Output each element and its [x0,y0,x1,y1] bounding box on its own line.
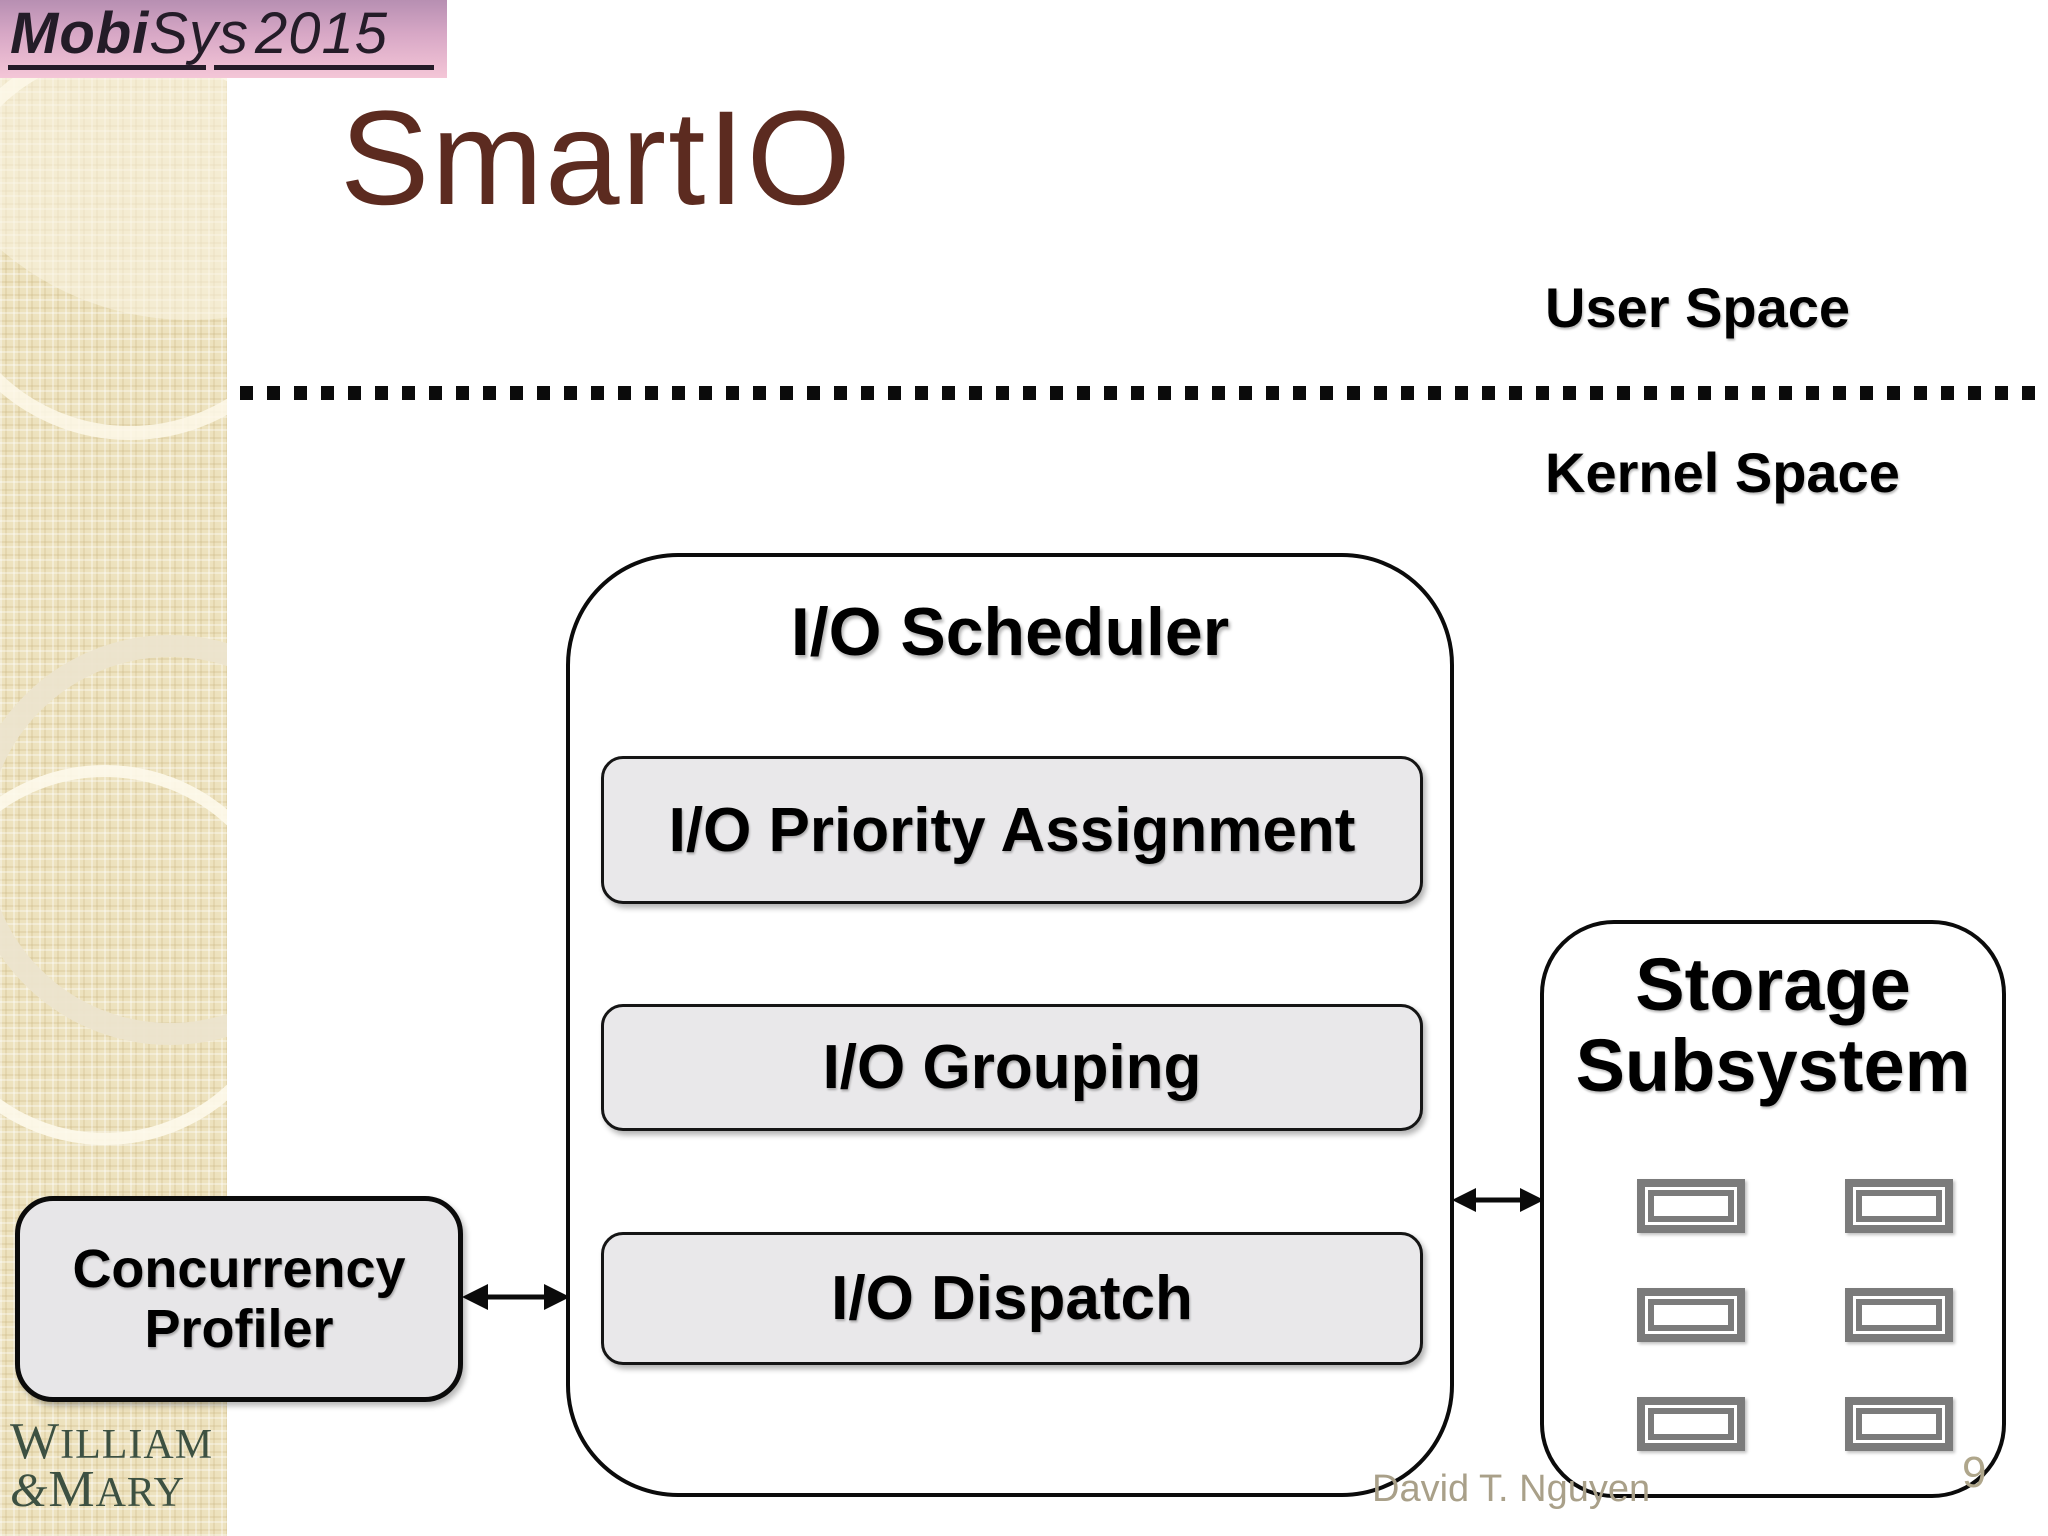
wm-logo-line2: &MARY [10,1460,185,1518]
io-scheduler-box: I/O Scheduler I/O Priority Assignment I/… [566,553,1454,1497]
io-dispatch-box: I/O Dispatch [601,1232,1423,1365]
mobisys-logo-year: 2015 [254,1,389,66]
concurrency-profiler-box: Concurrency Profiler [15,1196,463,1402]
bidirectional-arrow-scheduler-storage [1452,1188,1544,1212]
mobisys-logo-regular-part: Sys [149,1,249,66]
logo-underline [214,65,434,70]
storage-chip-icon [1637,1397,1745,1451]
wm-logo-line1: WILLIAM [10,1413,214,1470]
sidebar-decoration [0,0,227,1536]
storage-chip-icon [1637,1288,1745,1342]
footer-author: David T. Nguyen [1372,1468,1651,1510]
io-priority-assignment-box: I/O Priority Assignment [601,756,1423,904]
user-space-label: User Space [1545,276,1851,339]
william-and-mary-logo: WILLIAM &MARY [10,1413,214,1518]
storage-chip-icon [1637,1179,1745,1233]
storage-subsystem-box: Storage Subsystem [1540,920,2006,1498]
storage-subsystem-title: Storage Subsystem [1575,943,1971,1108]
io-grouping-box: I/O Grouping [601,1004,1423,1131]
bidirectional-arrow-profiler-scheduler [462,1284,570,1310]
storage-chip-icon [1845,1179,1953,1233]
circle-decoration-icon [0,40,227,440]
logo-underline [8,65,206,70]
storage-chip-grid [1637,1179,1953,1451]
user-kernel-divider-line [240,386,2048,400]
mobisys-logo-bold-part: Mobi [10,1,150,66]
io-scheduler-title: I/O Scheduler [790,594,1230,670]
slide-page-number: 9 [1962,1448,1987,1497]
kernel-space-label: Kernel Space [1545,441,1900,504]
page-title: SmartIO [340,84,853,233]
storage-chip-icon [1845,1288,1953,1342]
storage-chip-icon [1845,1397,1953,1451]
circle-decoration-icon [0,765,227,1145]
